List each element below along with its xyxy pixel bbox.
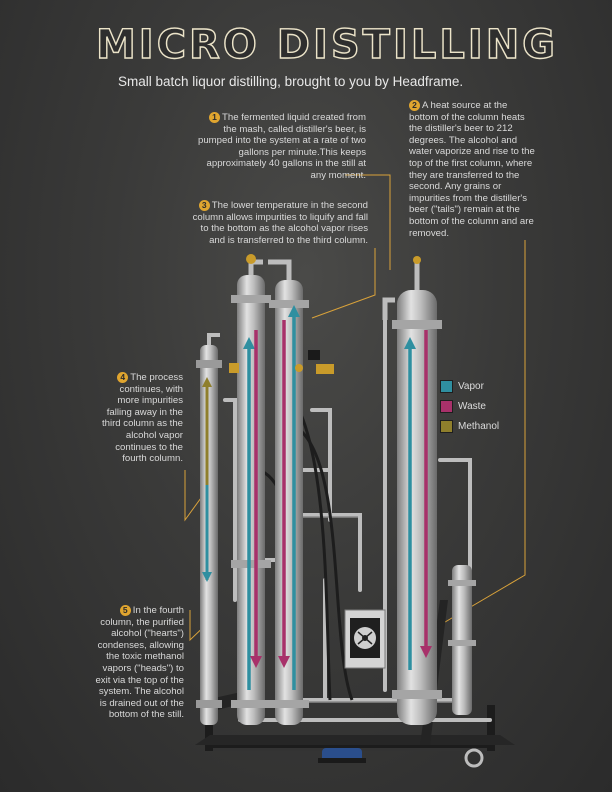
vapor-swatch [440,379,453,393]
legend-item-waste: Waste [440,396,499,416]
step-text: A heat source at the bottom of the colum… [409,100,535,239]
step-text: The process continues, with more impurit… [101,372,183,465]
step-number-badge: 1 [209,112,221,123]
leader-line-1 [345,174,391,270]
hoses [257,378,354,701]
waste-swatch [440,399,453,413]
condenser [448,565,476,715]
column-2 [231,254,271,725]
legend-item-vapor: Vapor [440,376,499,396]
control-panel [344,609,386,669]
legend: Vapor Waste Methanol [440,376,499,436]
column-1 [268,259,309,725]
column-3 [196,333,222,725]
column-4 [382,256,442,725]
legend-item-methanol: Methanol [440,416,499,436]
step-number-badge: 3 [198,200,210,211]
page-subtitle: Small batch liquor distilling, brought t… [118,74,464,89]
step-text: The fermented liquid created from the ma… [198,112,366,181]
leader-line-3 [311,248,376,319]
legend-label: Waste [458,400,486,412]
legend-label: Vapor [458,380,484,392]
step-text: The lower temperature in the second colu… [192,200,368,246]
methanol-swatch [440,419,453,433]
step-number-badge: 4 [117,372,129,383]
legend-label: Methanol [458,420,500,432]
step-number-badge: 2 [409,100,420,111]
step-number-badge: 5 [119,605,131,616]
pump [318,748,484,768]
valves [229,350,334,374]
step-text: In the fourth column, the purified alcoh… [95,605,184,721]
